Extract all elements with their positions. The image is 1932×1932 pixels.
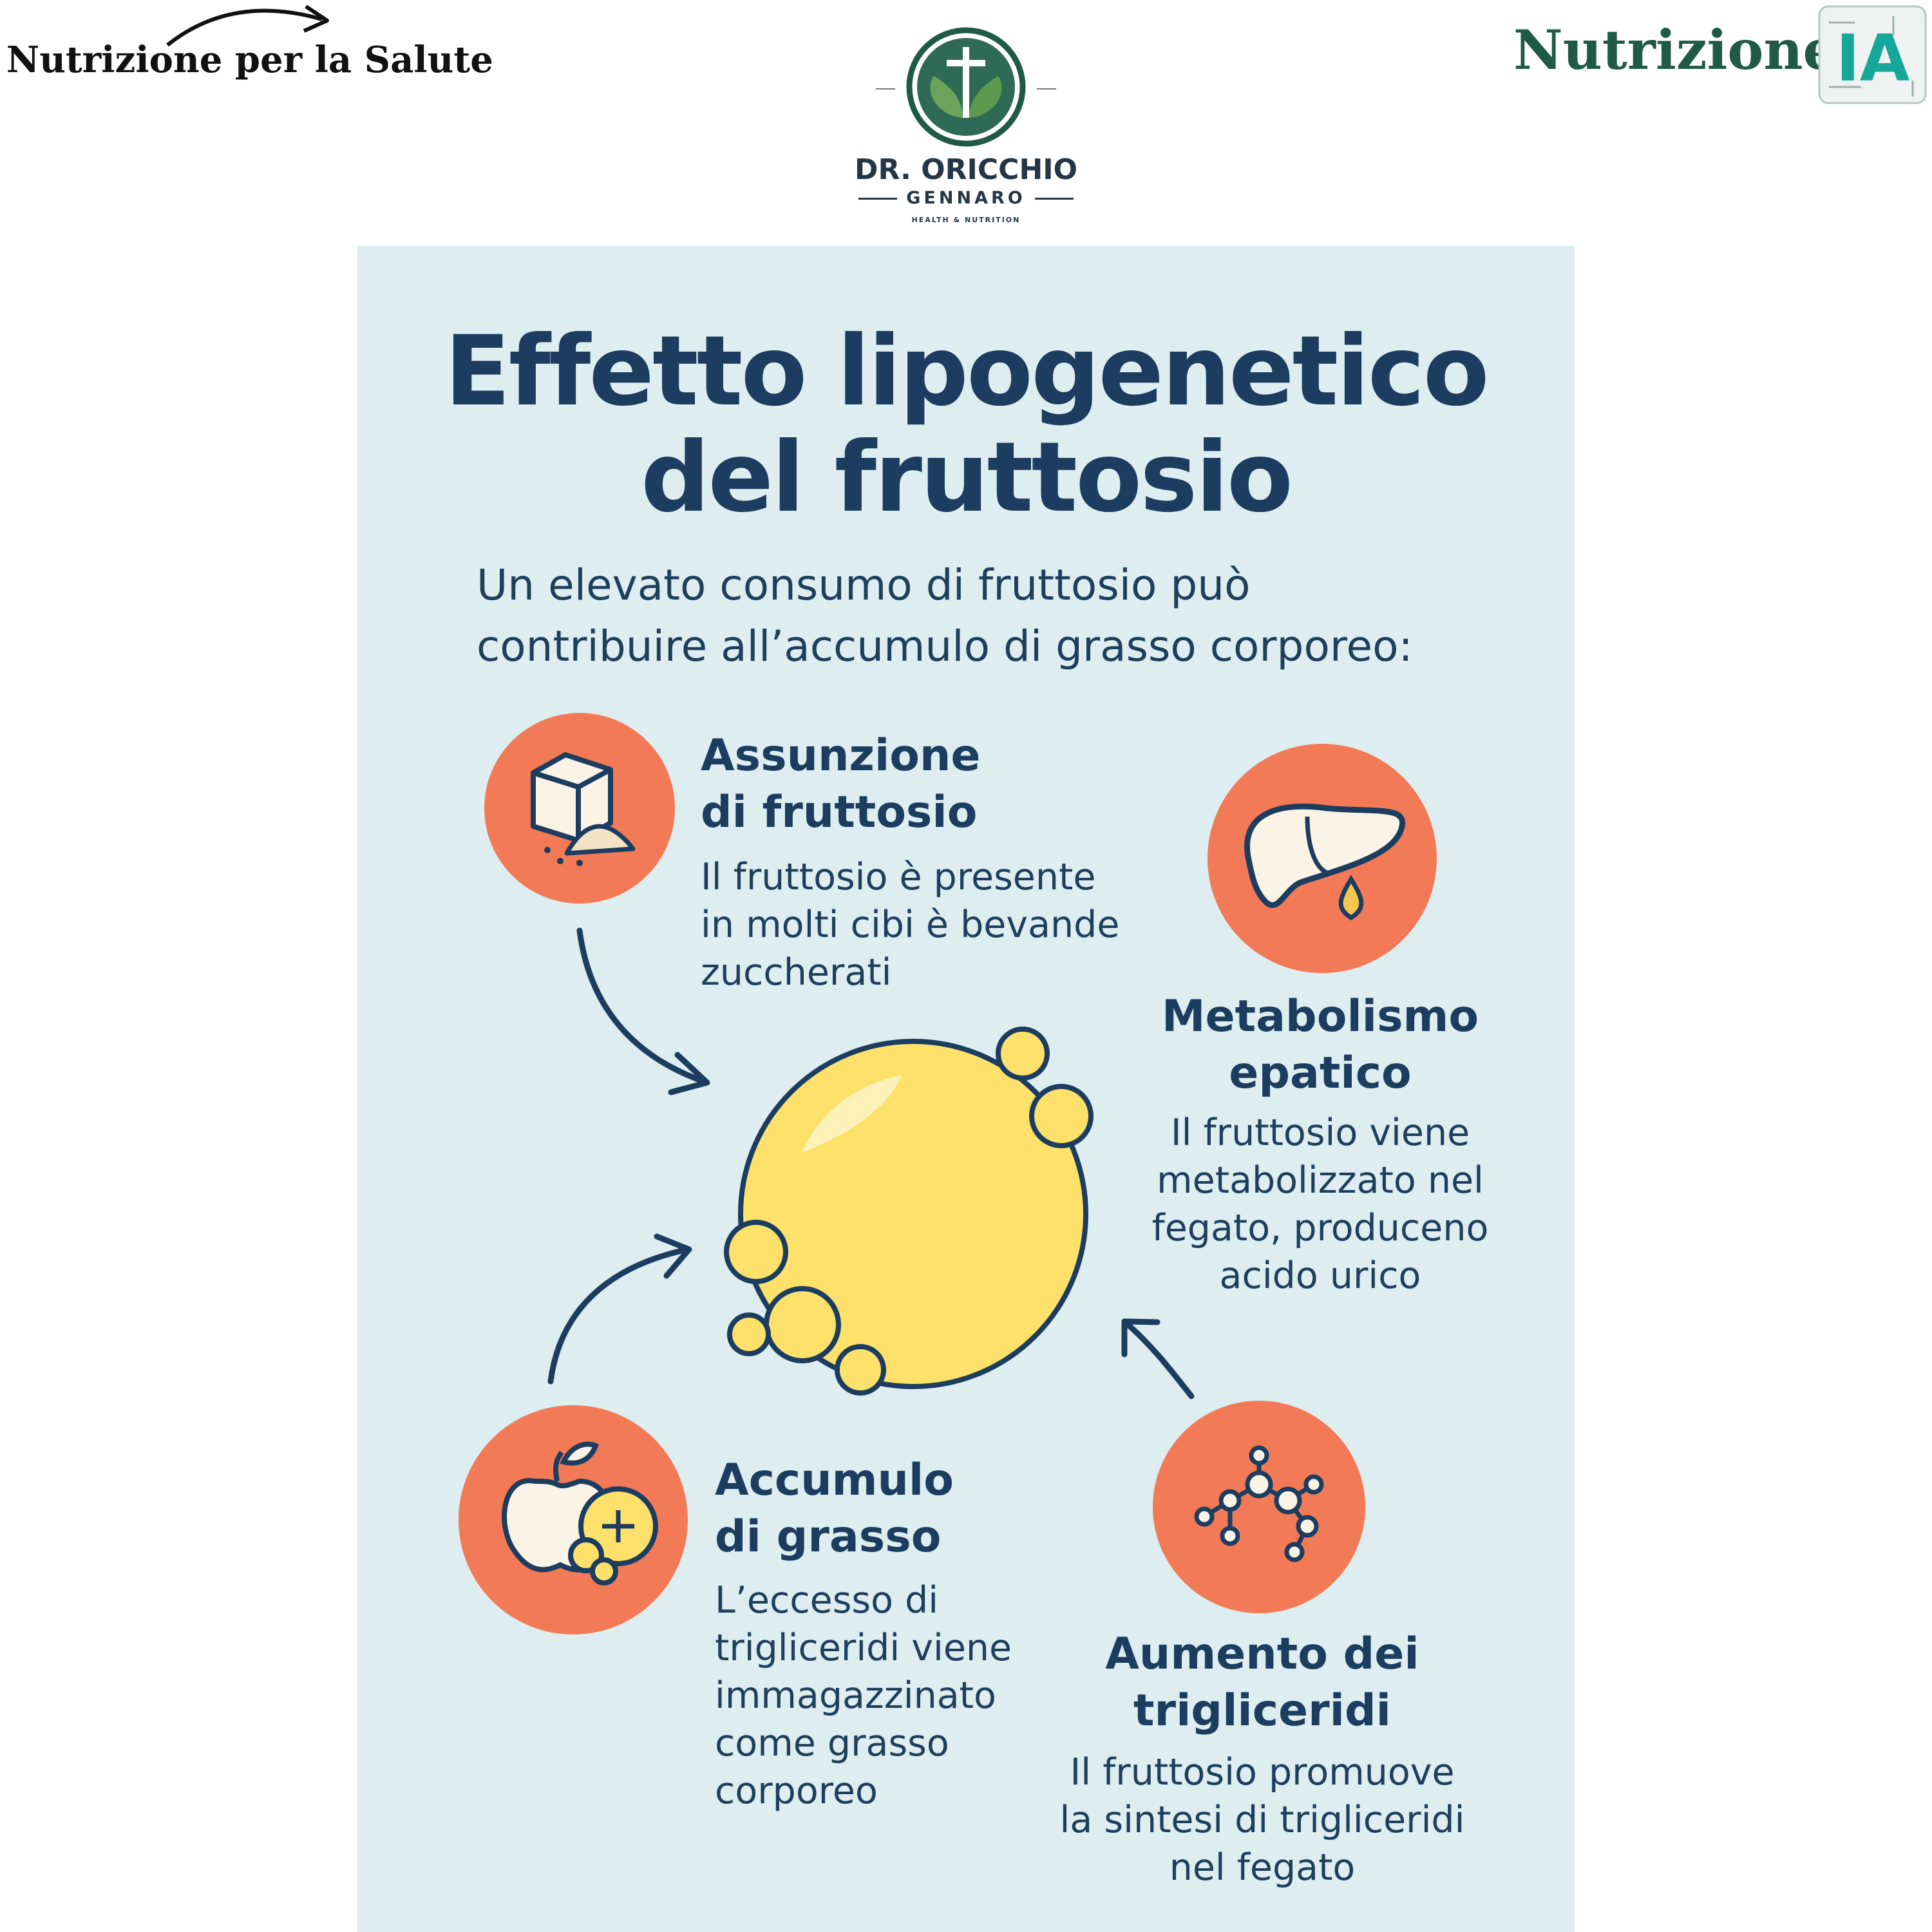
arrow-step3-to-cell bbox=[1121, 1318, 1195, 1399]
step-4-description-line: come grasso bbox=[715, 1722, 949, 1765]
curved-arrow-icon bbox=[166, 5, 329, 47]
step-4-heading-line: di grasso bbox=[715, 1511, 942, 1562]
step-2-heading-line: epatico bbox=[1229, 1048, 1412, 1099]
ia-badge-text: IA bbox=[1836, 21, 1910, 96]
arrow-step3-head bbox=[1121, 1318, 1160, 1358]
step-4-heading: Accumulo di grasso bbox=[715, 1452, 954, 1566]
step-4-heading-line: Accumulo bbox=[715, 1455, 954, 1506]
infographic-title-line-1: Effetto lipogenetico bbox=[444, 316, 1489, 428]
intro-line-1: Un elevato consumo di fruttosio può bbox=[477, 560, 1251, 610]
step-1-heading-line: di fruttosio bbox=[701, 787, 978, 838]
step-4-description-line: corporeo bbox=[715, 1770, 878, 1812]
molecule-icon bbox=[1153, 1401, 1365, 1613]
apple-fat-icon bbox=[459, 1405, 688, 1634]
brand-left-logo-text: Nutrizione per la Salute bbox=[6, 39, 493, 81]
step-2-description-line: Il fruttosio viene bbox=[1170, 1112, 1470, 1154]
doctor-tagline: HEALTH & NUTRITION bbox=[911, 216, 1021, 224]
step-3-description-line: la sintesi di trigliceridi bbox=[1059, 1799, 1465, 1841]
step-1-heading: Assunzione di fruttosio bbox=[701, 728, 981, 841]
step-4-description-line: L’eccesso di bbox=[715, 1579, 939, 1622]
arrow-step1-head bbox=[668, 1052, 710, 1095]
step-3-heading-line: trigliceridi bbox=[1133, 1685, 1391, 1736]
step-3-heading-line: Aumento dei bbox=[1105, 1629, 1419, 1680]
liver-icon bbox=[1208, 744, 1437, 973]
step-2-description-line: acido urico bbox=[1219, 1255, 1421, 1297]
fat-cell-icon bbox=[724, 1027, 1094, 1396]
step-2-description: Il fruttosio viene metabolizzato nel feg… bbox=[1127, 1109, 1513, 1300]
step-3-description-line: nel fegato bbox=[1169, 1846, 1356, 1889]
intro-line-2: contribuire all’accumulo di grasso corpo… bbox=[477, 621, 1413, 671]
brand-right-logo-text: Nutrizione bbox=[1513, 18, 1837, 82]
step-2-heading-line: Metabolismo bbox=[1161, 991, 1479, 1042]
step-1-heading-line: Assunzione bbox=[701, 730, 981, 781]
step-4-description: L’eccesso di trigliceridi viene immagazz… bbox=[715, 1577, 1012, 1815]
infographic-title-line-2: del fruttosio bbox=[641, 422, 1293, 534]
step-1-description-line: Il fruttosio è presente bbox=[701, 856, 1096, 898]
step-2-heading: Metabolismo epatico bbox=[1127, 989, 1513, 1102]
sugar-cube-icon bbox=[484, 713, 675, 904]
doctor-surname: GENNARO bbox=[805, 188, 1127, 208]
step-1-description-line: zuccherati bbox=[701, 951, 892, 994]
step-1-description: Il fruttosio è presente in molti cibi è … bbox=[701, 853, 1119, 996]
step-3-heading: Aumento dei trigliceridi bbox=[1069, 1626, 1455, 1739]
step-2-description-line: metabolizzato nel bbox=[1157, 1159, 1484, 1202]
step-4-description-line: immagazzinato bbox=[715, 1674, 996, 1717]
doctor-name: DR. ORICCHIO bbox=[854, 153, 1078, 186]
arrow-step4-to-cell bbox=[547, 1246, 691, 1385]
ia-badge-icon: IA bbox=[1818, 5, 1927, 104]
arrow-step1-to-cell bbox=[576, 927, 708, 1085]
arrow-step4-head bbox=[654, 1233, 692, 1279]
step-2-description-line: fegato, produceno bbox=[1151, 1207, 1489, 1249]
doctor-leaf-logo-icon bbox=[876, 27, 1056, 147]
step-1-description-line: in molti cibi è bevande bbox=[701, 904, 1120, 946]
step-4-description-line: trigliceridi viene bbox=[715, 1627, 1012, 1669]
step-3-description: Il fruttosio promuove la sintesi di trig… bbox=[1030, 1748, 1494, 1891]
step-3-description-line: Il fruttosio promuove bbox=[1070, 1751, 1455, 1794]
